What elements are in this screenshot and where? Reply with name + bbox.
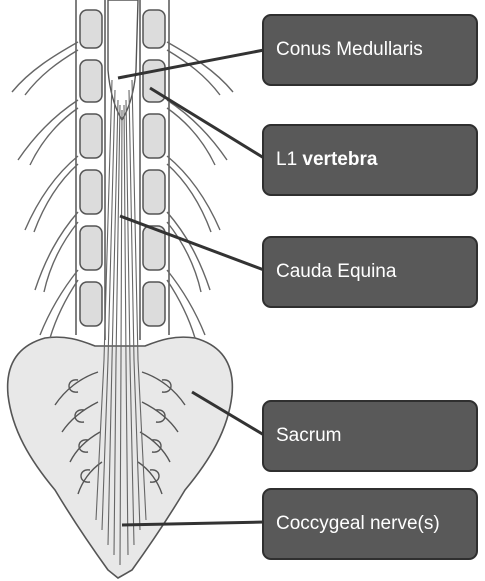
label-conus-medullaris: Conus Medullaris — [262, 14, 478, 86]
label-cauda-equina: Cauda Equina — [262, 236, 478, 308]
leader-lines — [117, 48, 265, 527]
conus-medullaris-shape — [107, 0, 139, 122]
spinal-nerves-right — [166, 41, 234, 339]
leader-line-coccygeal — [121, 520, 265, 527]
cauda-equina-strands — [95, 79, 147, 566]
label-l1-vertebra: L1 vertebra — [262, 124, 478, 196]
label-sacrum-text: Sacrum — [276, 425, 342, 446]
leader-line-l1 — [149, 86, 265, 160]
leader-line-cauda — [119, 214, 265, 272]
vertebrae-right — [142, 9, 166, 327]
leader-line-sacrum — [191, 390, 265, 437]
vertebrae-left — [79, 9, 103, 327]
sacral-foramina-left — [54, 371, 103, 495]
spinal-nerves-left — [11, 41, 79, 339]
label-l1-prefix: L1 — [276, 149, 298, 170]
label-l1-bold: vertebra — [302, 149, 378, 170]
label-sacrum: Sacrum — [262, 400, 478, 472]
label-coccygeal-nerves: Coccygeal nerve(s) — [262, 488, 478, 560]
label-cauda-equina-text: Cauda Equina — [276, 261, 397, 282]
leader-line-conus — [117, 48, 265, 80]
spinal-canal-walls — [75, 0, 170, 340]
sacral-foramina-right — [137, 371, 186, 495]
label-coccygeal-nerves-text: Coccygeal nerve(s) — [276, 513, 440, 534]
label-conus-medullaris-text: Conus Medullaris — [276, 39, 423, 60]
